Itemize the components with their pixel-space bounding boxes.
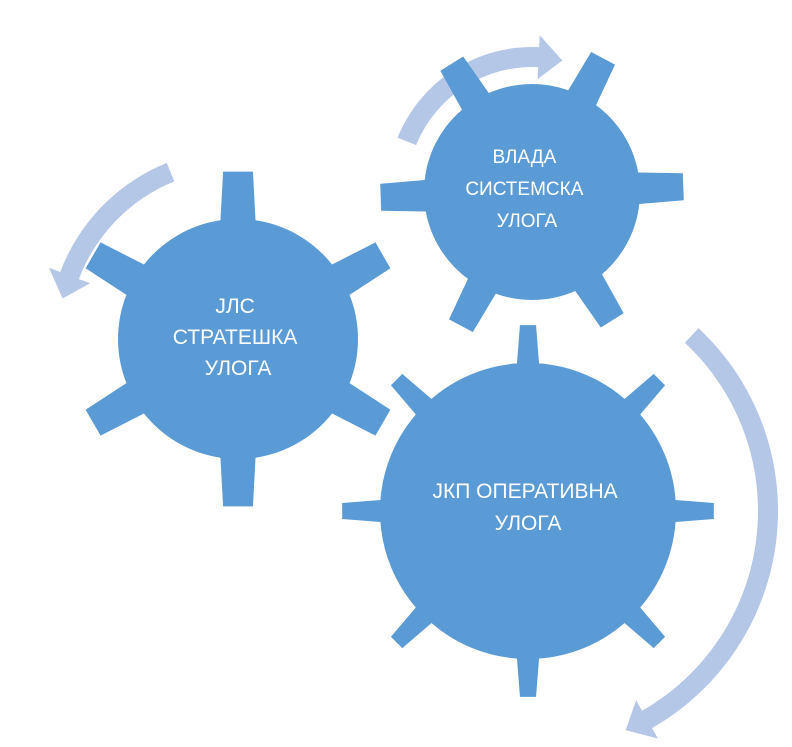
gear-jkp: ЈКП ОПЕРАТИВНА УЛОГА: [342, 325, 714, 697]
gear-jls-line-1: ЈЛС: [215, 295, 254, 318]
gear-vlada-line-3: УЛОГА: [497, 211, 558, 232]
gear-jls-label: ЈЛС СТРАТЕШКА УЛОГА: [173, 295, 303, 380]
gear-vlada-line-2: СИСТЕМСКА: [465, 179, 583, 200]
gear-vlada: ВЛАДА СИСТЕМСКА УЛОГА: [380, 51, 684, 333]
circular-arrow-icon: [397, 35, 563, 146]
gear-vlada-label: ВЛАДА СИСТЕМСКА УЛОГА: [465, 147, 588, 232]
gear-icon: [380, 51, 684, 333]
gear-jls-line-2: СТРАТЕШКА: [173, 326, 298, 349]
gear-jkp-line-1: ЈКП ОПЕРАТИВНА: [432, 480, 617, 503]
gear-jls-line-3: УЛОГА: [205, 357, 272, 380]
circular-arrow-icon: [48, 162, 175, 299]
gear-jkp-line-2: УЛОГА: [495, 512, 562, 535]
gear-icon: [85, 171, 391, 507]
gear-jls: ЈЛС СТРАТЕШКА УЛОГА: [85, 171, 391, 507]
circular-arrow-icon: [625, 328, 778, 739]
gear-jkp-label: ЈКП ОПЕРАТИВНА УЛОГА: [432, 480, 623, 535]
gear-icon: [342, 325, 714, 697]
gear-vlada-line-1: ВЛАДА: [492, 147, 556, 168]
